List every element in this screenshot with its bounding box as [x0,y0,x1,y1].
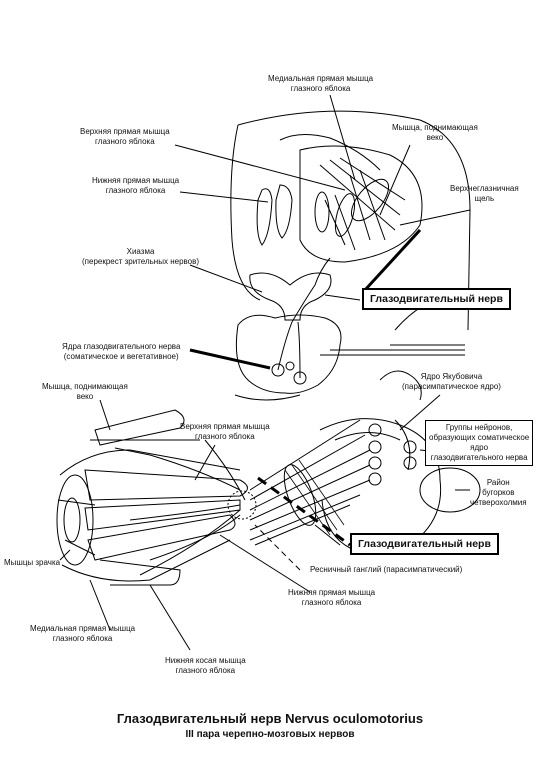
page-title: Глазодвигательный нерв Nervus oculomotor… [116,711,424,726]
eye-drawing [56,409,257,586]
label-oculomotor-box-top: Глазодвигательный нерв [362,288,511,310]
page-subtitle: III пара черепно-мозговых нервов [185,729,355,740]
pointer-lines [59,94,471,651]
midbrain-drawing [319,370,481,554]
label-yakubovich: Ядро Якубовича(парасимпатическое ядро) [402,372,501,391]
label-ciliary-ganglion: Ресничный ганглий (парасимпатический) [310,565,463,574]
label-pupil-muscle: Мышцы зрачка [4,558,61,567]
label-oculomotor-box-bottom: Глазодвигательный нерв [350,533,499,555]
nerve-trunk-drawing [249,419,371,546]
skull-base-drawing [230,110,471,401]
label-chiasm: Хиазма(перекрест зрительных нервов) [82,247,200,266]
label-nuclei: Ядра глазодвигательного нерва(соматическ… [62,342,181,361]
